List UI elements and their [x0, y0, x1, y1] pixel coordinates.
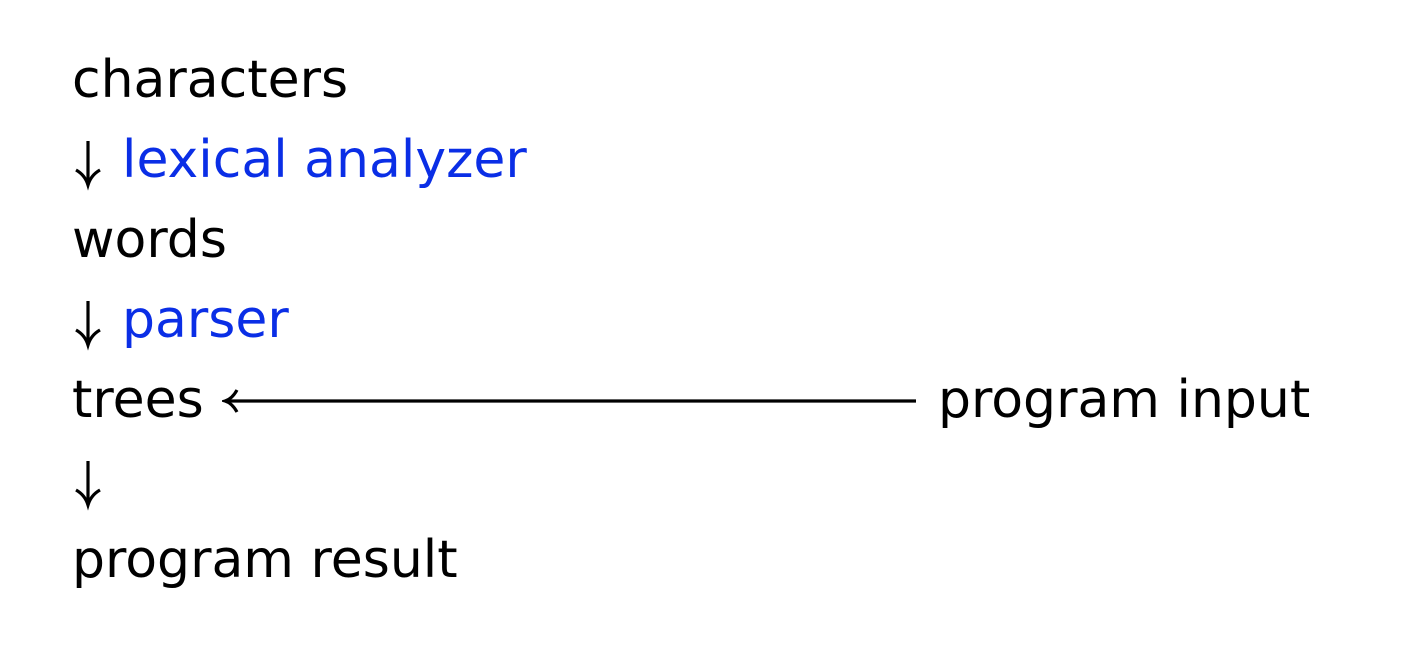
trees-label: trees — [72, 370, 204, 430]
stage-lexical-analyzer: lexical analyzer — [72, 125, 527, 195]
down-arrow-icon — [72, 125, 110, 195]
stage-parser: parser — [72, 285, 289, 355]
words-label: words — [72, 210, 227, 270]
node-trees: trees — [72, 365, 204, 435]
left-arrow-icon — [222, 389, 916, 413]
down-arrow-icon — [72, 285, 110, 355]
characters-label: characters — [72, 50, 349, 110]
node-program-result: program result — [72, 525, 458, 595]
node-words: words — [72, 205, 227, 275]
node-characters: characters — [72, 45, 348, 115]
program-input-label: program input — [938, 370, 1311, 430]
lexical-analyzer-label: lexical analyzer — [122, 130, 527, 190]
program-result-label: program result — [72, 530, 458, 590]
evaluation-step — [72, 445, 122, 515]
node-program-input: program input — [938, 365, 1310, 435]
parser-label: parser — [122, 290, 289, 350]
down-arrow-icon — [72, 445, 110, 515]
